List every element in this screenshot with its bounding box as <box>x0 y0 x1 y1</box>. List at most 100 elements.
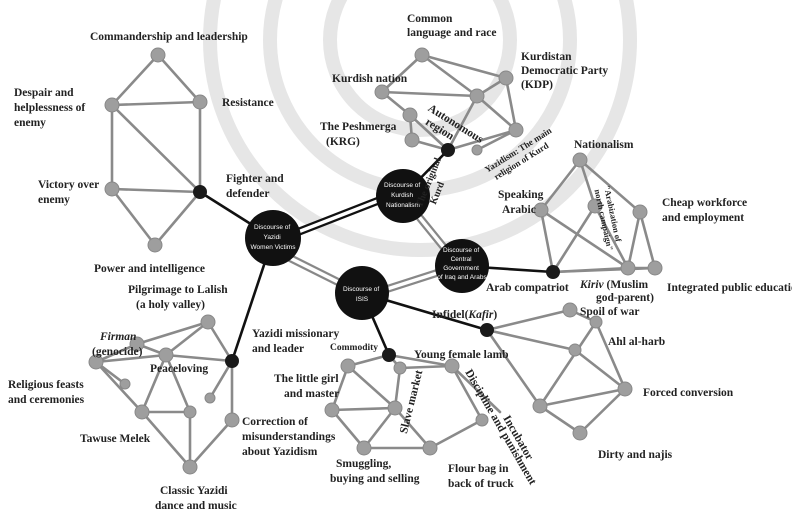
label-resistance: Resistance <box>222 97 274 109</box>
hub-central-l3: Government <box>443 265 479 272</box>
hub-yazidi-l1: Discourse of <box>254 224 290 231</box>
node-discipline <box>532 398 548 414</box>
hub-kurdish-l2: Kurdish <box>391 192 413 199</box>
node-k-low <box>471 144 483 156</box>
hub-kurdish: Discourse of Kurdish Nationalism <box>376 169 430 223</box>
node-arabization <box>587 198 603 214</box>
hub-kurdish-l1: Discourse of <box>384 182 420 189</box>
node-spoil <box>562 302 578 318</box>
node-yazidism-main <box>508 122 524 138</box>
hub-central-l4: of Iraq and Arabs <box>437 274 487 281</box>
node-kurdish-nation <box>374 84 390 100</box>
node-autonomous <box>402 107 418 123</box>
labels: Commandership and leadership Resistance … <box>8 13 792 512</box>
label-commodity: Commodity <box>330 343 378 353</box>
label-little-girl: The little girl and master <box>274 373 341 400</box>
node-firman <box>129 336 145 352</box>
label-tawuse: Tawuse Melek <box>80 433 151 445</box>
node-flour <box>422 440 438 456</box>
hub-connectors <box>286 196 450 294</box>
node-correction <box>224 412 240 428</box>
label-peaceloving: Peaceloving <box>150 363 208 375</box>
label-kdp: Kurdistan Democratic Party (KDP) <box>521 51 611 91</box>
label-classic: Classic Yazidi dance and music <box>155 485 237 512</box>
node-i-mid <box>568 343 582 357</box>
label-kurdish-nation: Kurdish nation <box>332 73 408 85</box>
node-incubator <box>475 413 489 427</box>
label-peshmerga: The Peshmerga (KRG) <box>320 121 399 148</box>
node-commandership <box>150 47 166 63</box>
hub-central: Discourse of Central Government of Iraq … <box>435 239 489 293</box>
hub-yazidi-l2: Yazidi <box>263 234 280 241</box>
node-little-girl <box>340 358 356 374</box>
label-smuggling: Smuggling, buying and selling <box>330 458 420 485</box>
node-kdp <box>498 70 514 86</box>
label-feasts: Religious feasts and ceremonies <box>8 379 87 406</box>
node-c-mid <box>387 400 403 416</box>
label-flour: Flour bag in back of truck <box>448 463 514 490</box>
node-victory <box>104 181 120 197</box>
node-smuggling <box>356 440 372 456</box>
node-dirty <box>572 425 588 441</box>
node-power <box>147 237 163 253</box>
node-nationalism <box>572 152 588 168</box>
node-fighter <box>193 185 207 199</box>
node-slave-market <box>393 361 407 375</box>
label-fighter: Fighter and defender <box>226 173 287 200</box>
node-kiriv <box>620 260 636 276</box>
gray-nodes <box>88 47 663 475</box>
label-cheap-workforce: Cheap workforce and employment <box>662 197 750 224</box>
node-original-kurd <box>441 143 455 157</box>
label-missionary: Yazidi missionary and leader <box>252 328 342 355</box>
node-c-left <box>324 402 340 418</box>
label-arab-compatriot: Arab compatriot <box>486 282 569 294</box>
node-resistance <box>192 94 208 110</box>
node-cheap-workforce <box>632 204 648 220</box>
label-despair: Despair and helplessness of enemy <box>14 87 88 129</box>
label-pilgrimage: Pilgrimage to Lalish (a holy valley) <box>128 284 231 311</box>
label-infidel: Infidel(Kafir) <box>432 309 497 321</box>
label-kiriv: Kiriv (Muslim god-parent) <box>579 279 654 304</box>
node-peaceloving <box>158 347 174 363</box>
node-k-mid <box>469 88 485 104</box>
dark-nodes <box>193 143 560 368</box>
node-feasts <box>88 354 104 370</box>
node-small-b <box>204 392 216 404</box>
svg-text:Discourse of Central: Discourse of Central Government of Iraq … <box>437 247 487 281</box>
svg-text:Discourse of Kurdish: Discourse of Kurdish Nationalism <box>384 182 422 209</box>
node-despair <box>104 97 120 113</box>
node-integrated-edu <box>647 260 663 276</box>
node-ahl <box>589 315 603 329</box>
hub-isis: Discourse of ISIS <box>335 266 389 320</box>
node-commodity <box>382 348 396 362</box>
hub-isis-l1: Discourse of <box>343 286 379 293</box>
label-victory: Victory over enemy <box>38 179 102 206</box>
node-common-lang <box>414 47 430 63</box>
hub-central-l1: Discourse of <box>443 247 479 254</box>
label-commandership: Commandership and leadership <box>90 31 248 43</box>
hub-kurdish-l3: Nationalism <box>386 202 420 209</box>
label-speaking-arabic: Speaking Arabic <box>498 189 546 216</box>
node-tawuse <box>134 404 150 420</box>
node-forced-conversion <box>617 381 633 397</box>
hub-isis-l2: ISIS <box>356 296 369 303</box>
label-common-lang: Common language and race <box>407 13 496 39</box>
node-missionary <box>225 354 239 368</box>
label-ahl: Ahl al-harb <box>608 336 665 348</box>
hub-yazidi: Discourse of Yazidi Women Victims <box>245 210 301 266</box>
node-pilgrimage <box>200 314 216 330</box>
node-peshmerga <box>404 132 420 148</box>
label-slave-market: Slave market <box>398 369 425 435</box>
label-nationalism: Nationalism <box>574 139 634 151</box>
svg-text:Discourse of ISIS: Discourse of ISIS <box>343 286 381 303</box>
label-firman: Firman (genocide) <box>92 331 143 358</box>
node-young-female <box>444 358 460 374</box>
node-classic <box>182 459 198 475</box>
node-infidel <box>480 323 494 337</box>
label-young-female: Young female lamb <box>414 349 509 361</box>
svg-text:Discourse of Yazidi: Discourse of Yazidi Women Victims <box>251 224 297 251</box>
label-spoil: Spoil of war <box>580 306 639 318</box>
node-small-a <box>119 378 131 390</box>
